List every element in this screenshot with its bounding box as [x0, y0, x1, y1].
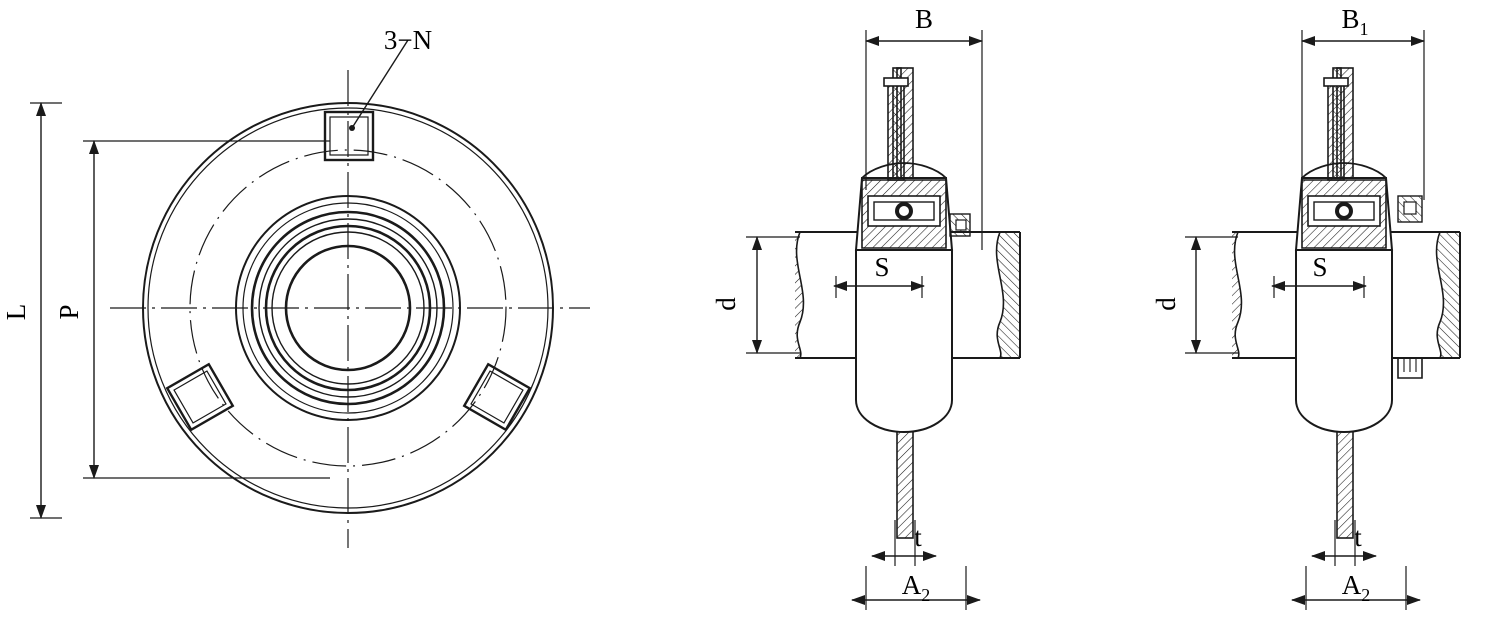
dimension-P [83, 140, 330, 479]
label-d-left: d [711, 297, 741, 311]
label-t-right: t [1354, 522, 1362, 552]
dimension-S-1 [833, 276, 925, 298]
set-screw-2 [1323, 77, 1349, 181]
dimension-A2-2 [1291, 566, 1421, 610]
bolt-pad-lower-right [462, 362, 532, 432]
label-t-left: t [914, 522, 922, 552]
label-d-right: d [1151, 297, 1181, 311]
label-L: L [1, 304, 31, 321]
label-S-right: S [1312, 252, 1327, 282]
shaft-break-right-1 [995, 231, 1005, 359]
label-B1: B1 [1341, 4, 1368, 39]
bearing-insert-1 [861, 162, 971, 249]
label-bolt-callout: 3−N [384, 25, 432, 55]
front-view [30, 39, 590, 548]
shaft-break-left-2 [1233, 231, 1243, 359]
label-S-left: S [874, 252, 889, 282]
dimension-B1 [1301, 30, 1425, 200]
label-B: B [915, 4, 933, 34]
bolt-pad-lower-left [165, 362, 235, 432]
bolt-circle [189, 149, 507, 467]
shaft-break-right-2 [1435, 231, 1445, 359]
grease-nipple-2 [1397, 358, 1423, 379]
label-A2-left: A2 [902, 570, 931, 605]
bearing-insert-2 [1301, 162, 1423, 379]
set-screw-1 [883, 77, 909, 181]
dimension-d-2 [1185, 236, 1238, 354]
section-view-1 [746, 30, 1021, 610]
dimension-t-2 [1311, 520, 1377, 566]
bolt-callout-dot [349, 125, 355, 131]
dimension-A2-1 [851, 566, 981, 610]
dimension-S-2 [1271, 276, 1367, 298]
dimension-L [30, 102, 62, 519]
label-A2-right: A2 [1342, 570, 1371, 605]
dimension-d-1 [746, 236, 800, 354]
dimension-B-1 [865, 30, 983, 250]
dimension-t-1 [871, 520, 937, 566]
section-view-2 [1185, 30, 1461, 610]
bolt-pad-top [323, 110, 375, 162]
label-P: P [54, 304, 84, 319]
bolt-callout-leader [351, 39, 409, 129]
